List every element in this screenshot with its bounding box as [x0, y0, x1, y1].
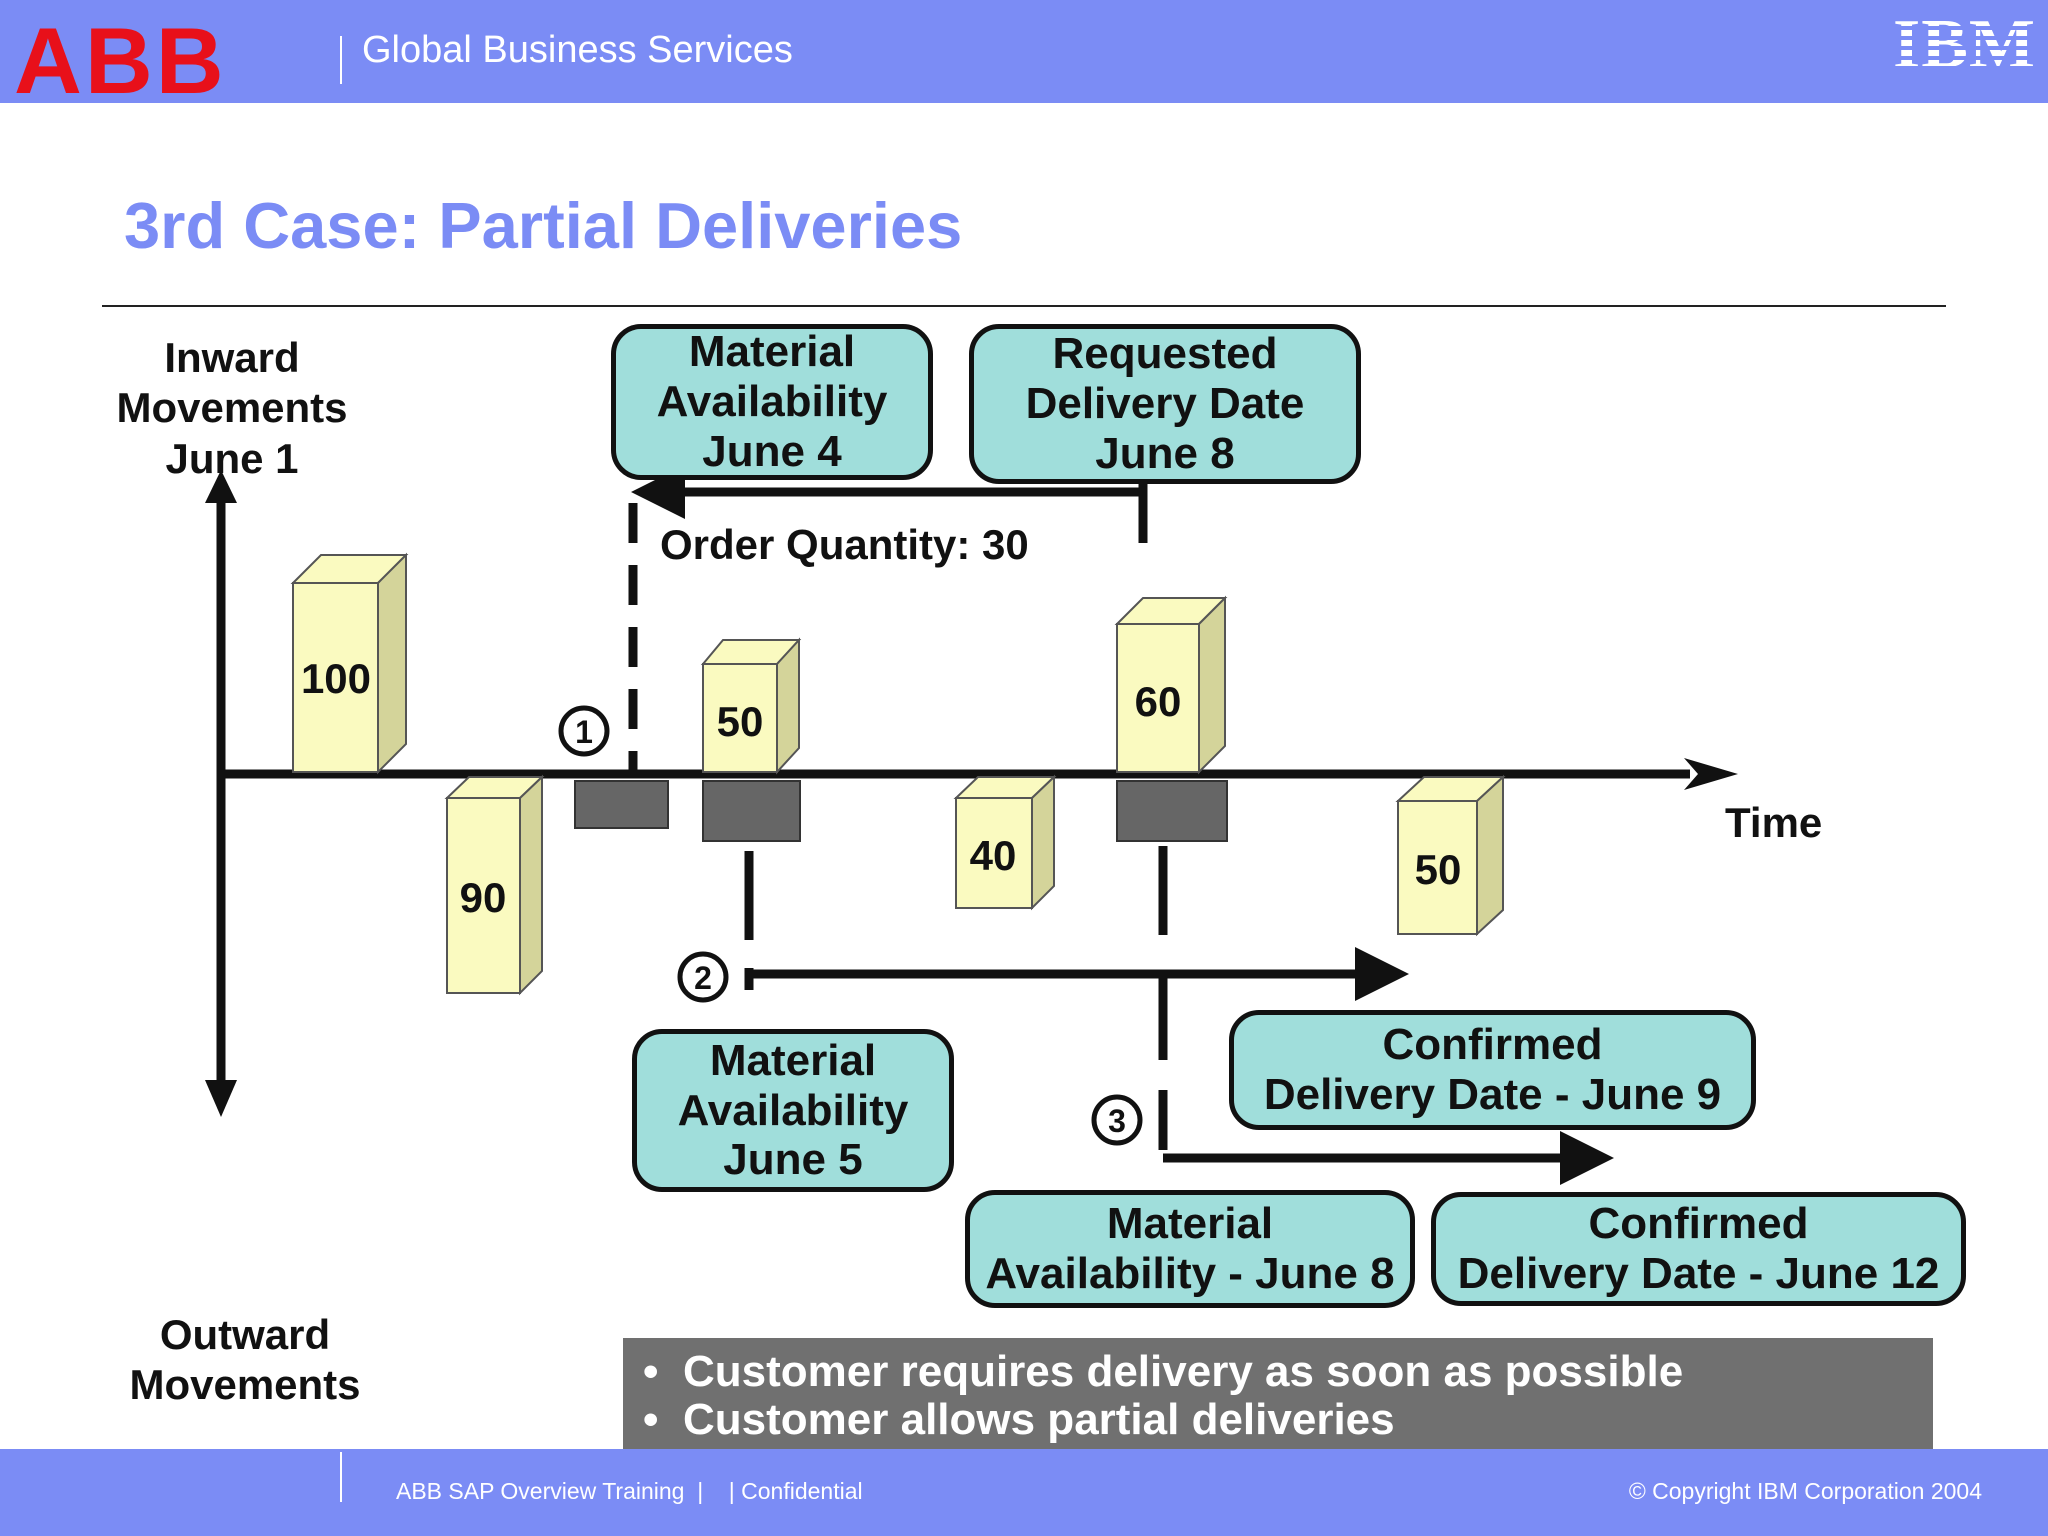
box-label-50-upper: 50: [717, 698, 764, 745]
marker-2-circle: [677, 951, 729, 1003]
box-60: [1114, 595, 1228, 775]
note-item: •Customer requires delivery as soon as p…: [643, 1347, 1684, 1396]
bubble-material-availability-june5: Material Availability June 5: [632, 1029, 954, 1192]
bubble-confirmed-delivery-june9: Confirmed Delivery Date - June 9: [1229, 1010, 1756, 1130]
box-100: [290, 552, 409, 775]
bubble-material-availability-june8: Material Availability - June 8: [965, 1190, 1415, 1308]
time-axis-arrowhead: [1684, 758, 1738, 790]
box-label-90: 90: [460, 874, 507, 921]
axis-up-arrowhead: [205, 470, 237, 503]
abb-logo: ABB: [14, 8, 227, 113]
order-quantity-label: Order Quantity: 30: [660, 521, 1029, 568]
time-label: Time: [1725, 799, 1823, 846]
bubble-confirmed-delivery-june12: Confirmed Delivery Date - June 12: [1431, 1192, 1966, 1306]
marker-1: 1: [575, 714, 593, 750]
axis-down-arrowhead: [205, 1080, 237, 1117]
outward-movements-label: Outward Movements: [129, 1311, 361, 1409]
gray-block-3: [1116, 780, 1228, 842]
requirements-note: •Customer requires delivery as soon as p…: [623, 1338, 1933, 1456]
slide-title: 3rd Case: Partial Deliveries: [124, 189, 963, 262]
marker-3: 3: [1108, 1103, 1126, 1139]
footer-left-text: ABB SAP Overview Training | | Confidenti…: [396, 1478, 863, 1504]
header-service-name: Global Business Services: [362, 29, 793, 71]
bubble-requested-delivery-date-june8: Requested Delivery Date June 8: [969, 324, 1361, 484]
marker-1-circle: [558, 705, 610, 757]
gray-block-2: [702, 780, 801, 842]
inward-movements-label: Inward Movements June 1: [116, 334, 348, 482]
footer-copyright: © Copyright IBM Corporation 2004: [1628, 1478, 1982, 1504]
box-label-100: 100: [301, 655, 371, 702]
title-rule: [102, 305, 1946, 307]
gray-block-1: [574, 780, 669, 829]
box-50-upper: [700, 637, 802, 775]
box-50-lower: [1395, 774, 1506, 937]
footer-divider: [340, 1452, 342, 1502]
box-label-50-lower: 50: [1415, 846, 1462, 893]
box-label-60: 60: [1135, 678, 1182, 725]
box-40: [953, 774, 1057, 911]
bubble-material-availability-june4: Material Availability June 4: [611, 324, 933, 480]
ibm-logo: IBM: [1893, 6, 2036, 83]
header-divider: [340, 36, 342, 84]
marker-2: 2: [694, 960, 712, 996]
box-90: [444, 774, 545, 996]
note-item: •Customer allows partial deliveries: [643, 1395, 1395, 1445]
marker-3-circle: [1091, 1094, 1143, 1146]
box-label-40: 40: [970, 832, 1017, 879]
